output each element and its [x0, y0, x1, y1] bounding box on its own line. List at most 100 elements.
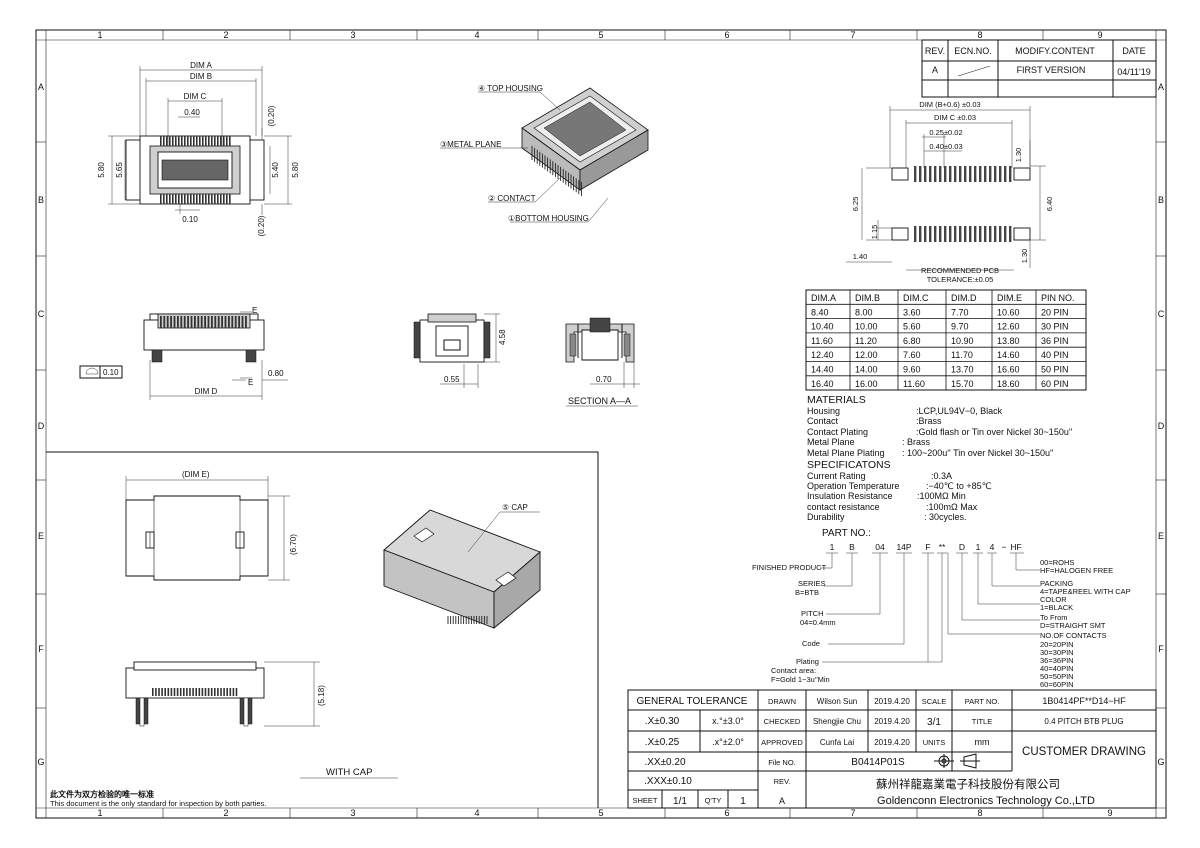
specs-title: SPECIFICATONS: [807, 459, 891, 471]
row-label: G: [37, 757, 44, 767]
materials-specs: MATERIALS Housing :LCP,UL94V−0, Black Co…: [807, 394, 1073, 522]
pcb-pad: [979, 166, 982, 182]
table-cell: 15.70: [951, 379, 974, 389]
contact-pin: [169, 194, 171, 204]
contact-pin: [163, 316, 166, 328]
pcb-pad: [984, 226, 987, 242]
file-number: B0414P01S: [851, 757, 905, 768]
spec-name: Operation Temperature: [807, 481, 899, 491]
table-cell: 9.70: [951, 322, 969, 332]
contact-pin: [163, 194, 165, 204]
spec-name: contact resistance: [807, 502, 880, 512]
scale-value: 3/1: [927, 717, 941, 728]
height-label: 5.80: [291, 162, 300, 178]
row-label: B: [38, 195, 44, 205]
contact-pin: [184, 136, 186, 146]
contact-pin: [234, 316, 237, 328]
table-cell: 10.90: [951, 336, 974, 346]
material-name: Housing: [807, 406, 840, 416]
col-label: 4: [474, 30, 479, 40]
contact-pin: [223, 688, 225, 696]
contact-pin: [176, 688, 179, 696]
contact-pin: [220, 136, 222, 146]
pcb-pad: [919, 166, 922, 182]
height-label: (6.70): [289, 534, 298, 555]
table-cell: 13.80: [997, 336, 1020, 346]
section-view: 0.70 SECTION A—A: [565, 317, 640, 407]
pn-right-label: HF=HALOGEN FREE: [1040, 566, 1113, 575]
pcb-pad: [1004, 166, 1007, 182]
spec-value: : 30cycles.: [924, 512, 967, 522]
table-header: DIM.A: [811, 293, 836, 303]
drawing-title: 0.4 PITCH BTB PLUG: [1044, 717, 1123, 726]
col-label: 8: [977, 808, 982, 818]
contact-pin: [172, 194, 174, 204]
pn-left-label: 04=0.4mm: [800, 618, 836, 627]
contact-pin: [180, 316, 183, 328]
table-cell: 36 PIN: [1041, 336, 1069, 346]
pn-right-label: 30=30PIN: [1040, 648, 1074, 657]
title-label: TITLE: [972, 717, 992, 726]
pcb-pad: [954, 166, 957, 182]
contact-pin: [231, 316, 234, 328]
pcb-dim: 0.25±0.02: [929, 128, 962, 137]
contact-pin: [160, 316, 162, 328]
contact-pin: [196, 136, 198, 146]
pcb-dim: 1.30: [1020, 249, 1029, 264]
ref-label: (0.20): [257, 215, 266, 236]
materials-title: MATERIALS: [807, 394, 866, 406]
general-tolerance: GENERAL TOLERANCE: [637, 696, 748, 707]
table-cell: 8.40: [811, 307, 829, 317]
pn-left-label: B=BTB: [795, 588, 819, 597]
table-cell: 12.00: [855, 350, 878, 360]
width-label: 0.55: [444, 375, 460, 384]
table-header: DIM.D: [951, 293, 977, 303]
pn-right-label: 4=TAPE&REEL WITH CAP: [1040, 587, 1131, 596]
contact-pin: [210, 688, 213, 696]
modify-header: MODIFY.CONTENT: [1015, 46, 1095, 56]
material-name: Contact Plating: [807, 427, 868, 437]
contact-pin: [172, 136, 174, 146]
contact-pin: [229, 136, 231, 146]
pcb-pad: [959, 166, 962, 182]
row-label: D: [1158, 421, 1165, 431]
width-label: 0.10: [182, 215, 198, 224]
pn-right-label: 00=ROHS: [1040, 558, 1074, 567]
contact-pin: [220, 194, 222, 204]
table-header: PIN NO.: [1041, 293, 1075, 303]
contact-pin: [178, 194, 180, 204]
pn-left-label: Code: [802, 639, 820, 648]
table-cell: 5.60: [903, 322, 921, 332]
pcb-pad: [914, 226, 917, 242]
pn-left-label: PITCH: [801, 609, 824, 618]
top-contacts: [160, 136, 231, 146]
pcb-pad: [994, 166, 997, 182]
row-label: D: [38, 421, 45, 431]
contact-pin: [202, 194, 204, 204]
contact-pin: [207, 316, 210, 328]
spec-value: :100MΩ Min: [917, 491, 966, 501]
contact-pin: [214, 136, 216, 146]
pcb-dim: DIM C ±0.03: [934, 113, 976, 122]
tolerance-xxx: .XXX±0.10: [644, 776, 692, 787]
pcb-pad: [934, 226, 937, 242]
contact-pin: [155, 688, 157, 696]
contact-pin: [198, 688, 201, 696]
table-cell: 60 PIN: [1041, 379, 1069, 389]
pcb-pad: [1009, 166, 1012, 182]
notice-en: This document is the only standard for i…: [50, 799, 266, 808]
modify-value: FIRST VERSION: [1017, 65, 1086, 75]
material-value: :Brass: [916, 416, 942, 426]
table-cell: 50 PIN: [1041, 365, 1069, 375]
contact-pin: [184, 194, 186, 204]
contact-pin: [190, 136, 192, 146]
height-label: 5.65: [115, 162, 124, 178]
contact-pin: [200, 316, 203, 328]
angle-tolerance: .x°±2.0°: [712, 737, 744, 747]
col-label: 9: [1097, 30, 1102, 40]
material-value: :Gold flash or Tin over Nickel 30~150u'': [916, 427, 1073, 437]
pcb-pad: [929, 166, 932, 182]
pcb-pad: [924, 226, 927, 242]
table-cell: 6.80: [903, 336, 921, 346]
